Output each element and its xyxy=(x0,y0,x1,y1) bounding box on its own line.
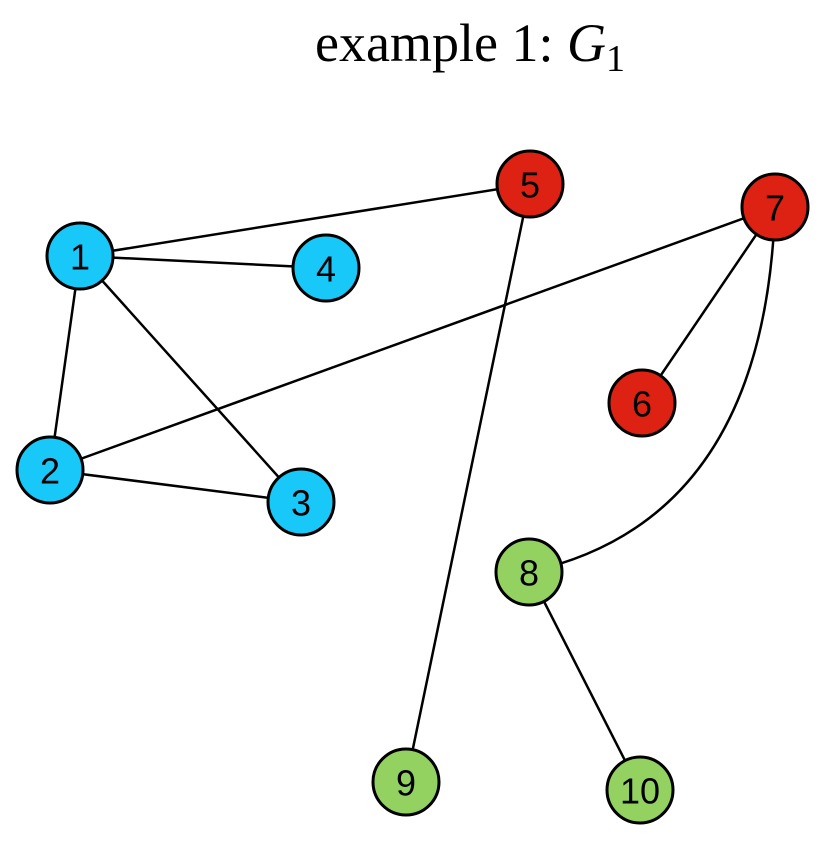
node-label-1: 1 xyxy=(70,237,90,278)
edge-8-10 xyxy=(527,571,642,791)
node-label-3: 3 xyxy=(291,483,311,524)
node-10: 10 xyxy=(605,755,675,825)
node-label-2: 2 xyxy=(40,451,60,492)
node-9: 9 xyxy=(371,747,441,817)
title-text: example 1: xyxy=(315,13,567,73)
title-subscript: 1 xyxy=(605,38,625,80)
nodes-layer: 1 2 3 4 5 6 7 8 9 10 xyxy=(15,149,810,825)
node-label-6: 6 xyxy=(632,384,652,425)
node-7: 7 xyxy=(740,172,810,242)
node-circle-10 xyxy=(605,755,675,825)
title-symbol-letter: G xyxy=(566,13,606,73)
edge-7-6 xyxy=(640,206,777,404)
diagram-title: example 1: G1 xyxy=(0,12,832,78)
edge-1-4 xyxy=(79,254,327,270)
node-circle-8 xyxy=(494,537,564,607)
node-3: 3 xyxy=(266,467,336,537)
node-label-8: 8 xyxy=(519,553,539,594)
node-1: 1 xyxy=(45,221,115,291)
edge-2-3 xyxy=(49,468,302,504)
node-4: 4 xyxy=(291,233,361,303)
node-circle-9 xyxy=(371,747,441,817)
node-5: 5 xyxy=(495,149,565,219)
edge-2-7 xyxy=(49,205,776,472)
edge-5-9 xyxy=(404,183,532,783)
node-circle-2 xyxy=(15,435,85,505)
edge-1-5 xyxy=(79,182,531,258)
title-symbol: G1 xyxy=(566,13,625,78)
node-circle-6 xyxy=(607,368,677,438)
edges-layer xyxy=(48,182,777,791)
node-circle-7 xyxy=(740,172,810,242)
node-circle-1 xyxy=(45,221,115,291)
node-label-7: 7 xyxy=(765,188,785,229)
node-label-4: 4 xyxy=(316,249,336,290)
node-8: 8 xyxy=(494,537,564,607)
node-circle-5 xyxy=(495,149,565,219)
edge-1-2 xyxy=(48,255,82,471)
node-label-10: 10 xyxy=(620,771,660,812)
node-circle-3 xyxy=(266,467,336,537)
node-6: 6 xyxy=(607,368,677,438)
edge-1-3 xyxy=(79,255,302,503)
node-circle-4 xyxy=(291,233,361,303)
node-2: 2 xyxy=(15,435,85,505)
node-label-5: 5 xyxy=(520,165,540,206)
node-label-9: 9 xyxy=(396,763,416,804)
edge-7-8 xyxy=(528,206,777,574)
